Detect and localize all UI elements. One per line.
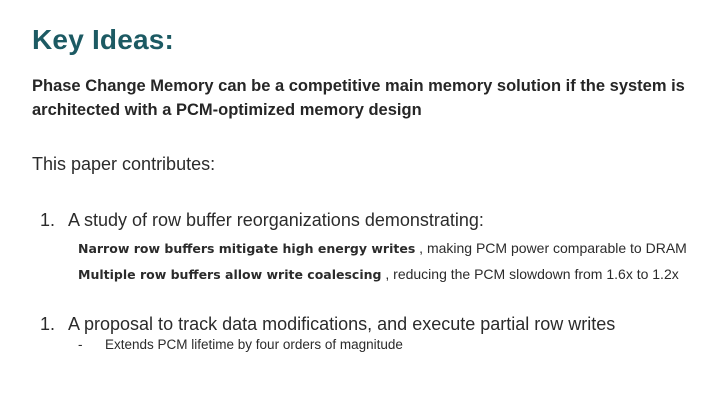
contributions-label: This paper contributes: xyxy=(32,154,216,174)
subpoint-lifetime: - Extends PCM lifetime by four orders of … xyxy=(78,337,403,352)
contribution-text: A study of row buffer reorganizations de… xyxy=(68,210,484,230)
thesis-statement: Phase Change Memory can be a competitive… xyxy=(32,77,685,119)
contribution-item-2: 1. A proposal to track data modifications… xyxy=(40,314,615,335)
subpoint-bold-text: Narrow row buffers mitigate high energy … xyxy=(78,241,416,256)
subpoint-narrow-row-buffers: Narrow row buffers mitigate high energy … xyxy=(78,240,687,256)
subpoint-multiple-row-buffers: Multiple row buffers allow write coalesc… xyxy=(78,266,679,282)
subpoint-text: Extends PCM lifetime by four orders of m… xyxy=(105,337,403,352)
dash-marker: - xyxy=(78,337,83,352)
subpoint-rest-text: , making PCM power comparable to DRAM xyxy=(415,240,687,256)
contribution-text: A proposal to track data modifications, … xyxy=(68,314,616,334)
slide-title: Key Ideas: xyxy=(32,24,175,55)
subpoint-bold-text: Multiple row buffers allow write coalesc… xyxy=(78,267,382,282)
list-number: 1. xyxy=(40,210,56,230)
subpoint-rest-text: , reducing the PCM slowdown from 1.6x to… xyxy=(381,266,679,282)
list-number: 1. xyxy=(40,314,56,334)
contribution-item-1: 1. A study of row buffer reorganizations … xyxy=(40,210,484,231)
